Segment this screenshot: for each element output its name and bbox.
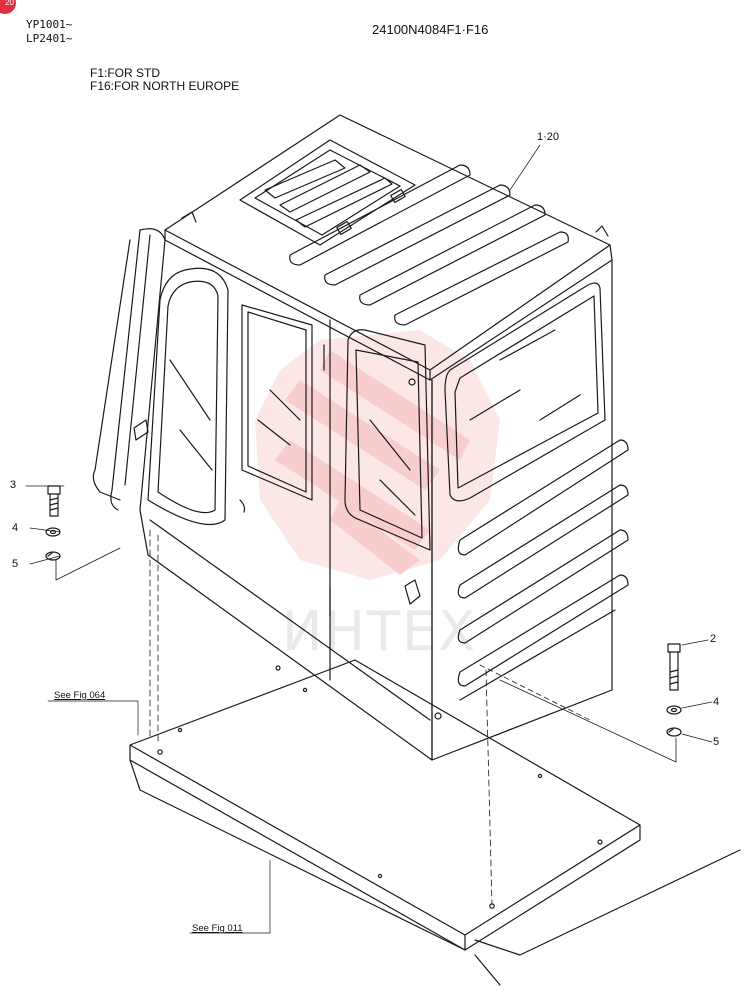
- cab-body: [92, 114, 629, 761]
- note-f16: F16:FOR NORTH EUROPE: [90, 79, 240, 93]
- reference-fig-064: See Fig 064: [54, 690, 106, 701]
- note-f1: F1:FOR STD: [90, 66, 161, 80]
- callout-lockwasher-left: 5: [12, 558, 19, 570]
- callout-washer-right: 4: [713, 696, 720, 708]
- serial-range-yp: YP1001~: [26, 18, 73, 31]
- callout-bolt-left: 3: [10, 479, 17, 491]
- watermark-logo: [255, 330, 500, 580]
- washer-right: [666, 705, 682, 715]
- callout-lockwasher-right: 5: [713, 736, 720, 748]
- lockwasher-left: [45, 551, 61, 561]
- callout-cab: 1·20: [537, 131, 560, 143]
- mount-hole: [275, 665, 281, 671]
- base-plate: [129, 659, 741, 986]
- part-number: 24100N4084F1·F16: [372, 22, 489, 37]
- lockwasher-right: [666, 727, 682, 737]
- callout-bolt-right: 2: [710, 633, 717, 645]
- callout-washer-left: 4: [12, 522, 19, 534]
- serial-range-lp: LP2401~: [26, 32, 73, 45]
- page-badge: 20: [0, 0, 16, 14]
- mount-hole: [597, 839, 603, 845]
- bolt-left: [47, 485, 61, 517]
- watermark-text: ИНТЕХ: [282, 600, 478, 663]
- reference-fig-011: See Fig 011: [192, 923, 243, 934]
- mount-hole: [157, 749, 163, 755]
- bolt-right: [667, 643, 681, 691]
